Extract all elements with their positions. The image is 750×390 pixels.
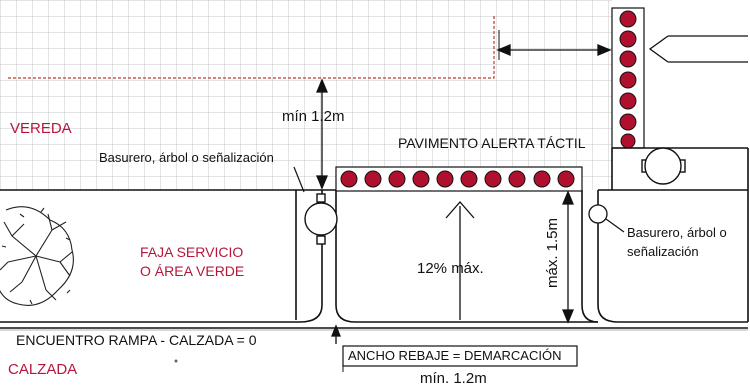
tree-icon <box>0 206 74 306</box>
label-pavimento: PAVIMENTO ALERTA TÁCTIL <box>398 135 586 151</box>
bollard-right <box>641 147 686 185</box>
label-basurero-right-line2: señalización <box>627 244 699 259</box>
label-max-15: máx. 1.5m <box>544 217 561 288</box>
slope-arrow <box>445 201 475 320</box>
dashed-boundary <box>8 14 495 79</box>
post-right <box>588 204 608 224</box>
label-pendiente: 12% máx. <box>417 260 484 277</box>
label-encuentro: ENCUENTRO RAMPA - CALZADA = 0 <box>16 332 257 348</box>
label-min-12-bottom: mín. 1.2m <box>420 370 487 387</box>
pointer-arrow-icon <box>648 35 748 63</box>
sidewalk-grid <box>0 0 612 190</box>
dim-top-horizontal <box>496 30 612 60</box>
leader-left <box>293 166 305 193</box>
label-vereda: VEREDA <box>10 120 72 137</box>
outline-lines <box>0 147 749 331</box>
label-faja-line2: O ÁREA VERDE <box>140 263 245 279</box>
label-faja-line1: FAJA SERVICIO <box>140 244 244 260</box>
label-min-12-top: mín 1.2m <box>282 108 345 125</box>
label-calzada: CALZADA <box>8 361 78 378</box>
label-basurero-right-line1: Basurero, árbol o <box>627 225 727 240</box>
dim-max-15 <box>562 190 574 324</box>
leader-right <box>605 218 625 233</box>
tactile-strip-horizontal <box>335 166 583 192</box>
road-dot <box>174 359 178 363</box>
bollard-left <box>304 193 338 245</box>
label-basurero-left: Basurero, árbol o señalización <box>99 150 274 165</box>
encuentro-arrow <box>331 324 341 344</box>
label-ancho-rebaje: ANCHO REBAJE = DEMARCACIÓN <box>348 348 562 363</box>
dim-min-12-vertical <box>316 78 328 190</box>
tactile-strip-vertical <box>611 7 645 149</box>
